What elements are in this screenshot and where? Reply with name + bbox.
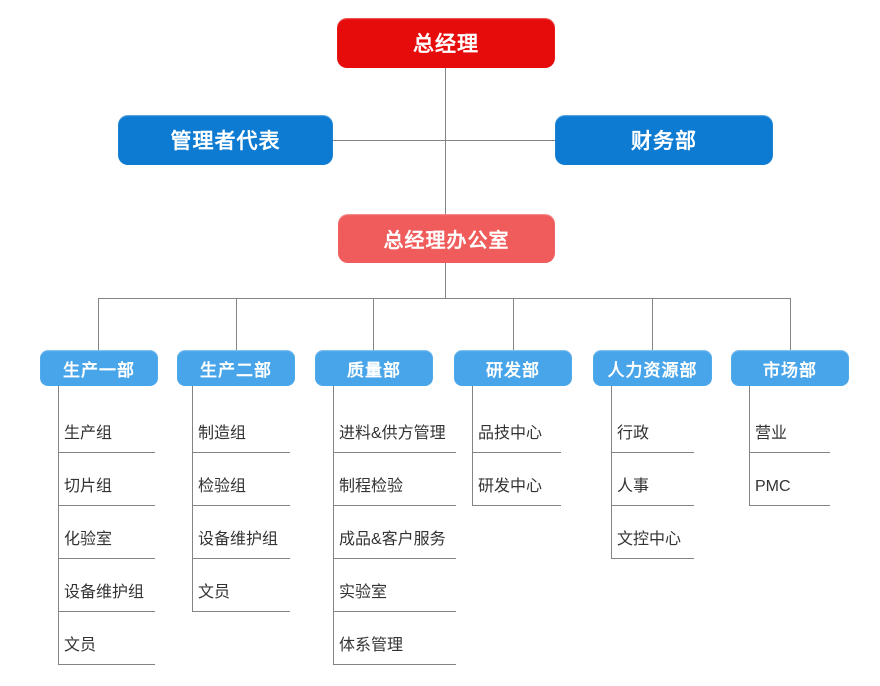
connector-level2-horizontal <box>333 140 555 141</box>
list-production2: 制造组 检验组 设备维护组 文员 <box>192 400 290 612</box>
connector-drop-market <box>790 298 791 350</box>
list-item: 人事 <box>611 453 694 506</box>
list-item: 营业 <box>749 400 830 453</box>
list-item: 体系管理 <box>333 612 456 665</box>
list-item: 制造组 <box>192 400 290 453</box>
list-spine-production1 <box>58 386 59 665</box>
connector-drop-hr <box>652 298 653 350</box>
connector-gm-to-office-vertical <box>445 68 446 214</box>
connector-drop-rnd <box>513 298 514 350</box>
connector-drop-production1 <box>98 298 99 350</box>
connector-department-bus <box>98 298 791 299</box>
list-production1: 生产组 切片组 化验室 设备维护组 文员 <box>58 400 155 665</box>
list-spine-production2 <box>192 386 193 612</box>
node-dept-rnd: 研发部 <box>454 350 572 386</box>
list-item: 成品&客户服务 <box>333 506 456 559</box>
list-spine-quality <box>333 386 334 665</box>
list-hr: 行政 人事 文控中心 <box>611 400 694 559</box>
list-item: 文员 <box>58 612 155 665</box>
list-spine-hr <box>611 386 612 559</box>
list-item: 设备维护组 <box>58 559 155 612</box>
connector-drop-quality <box>373 298 374 350</box>
connector-office-to-bus-vertical <box>445 263 446 298</box>
list-item: 制程检验 <box>333 453 456 506</box>
node-dept-market: 市场部 <box>731 350 849 386</box>
node-gm-office: 总经理办公室 <box>338 214 555 263</box>
node-finance-department: 财务部 <box>555 115 773 165</box>
node-dept-hr: 人力资源部 <box>593 350 712 386</box>
node-general-manager: 总经理 <box>337 18 555 68</box>
list-spine-rnd <box>472 386 473 506</box>
list-item: 研发中心 <box>472 453 561 506</box>
node-dept-production2: 生产二部 <box>177 350 295 386</box>
list-item: PMC <box>749 453 830 506</box>
list-item: 切片组 <box>58 453 155 506</box>
list-item: 进料&供方管理 <box>333 400 456 453</box>
list-item: 化验室 <box>58 506 155 559</box>
node-dept-quality: 质量部 <box>315 350 433 386</box>
connector-drop-production2 <box>236 298 237 350</box>
node-management-representative: 管理者代表 <box>118 115 333 165</box>
node-dept-production1: 生产一部 <box>40 350 158 386</box>
list-item: 实验室 <box>333 559 456 612</box>
list-item: 检验组 <box>192 453 290 506</box>
list-rnd: 品技中心 研发中心 <box>472 400 561 506</box>
list-item: 文员 <box>192 559 290 612</box>
list-item: 品技中心 <box>472 400 561 453</box>
list-item: 生产组 <box>58 400 155 453</box>
list-item: 设备维护组 <box>192 506 290 559</box>
list-quality: 进料&供方管理 制程检验 成品&客户服务 实验室 体系管理 <box>333 400 456 665</box>
list-item: 行政 <box>611 400 694 453</box>
list-item: 文控中心 <box>611 506 694 559</box>
list-market: 营业 PMC <box>749 400 830 506</box>
list-spine-market <box>749 386 750 506</box>
